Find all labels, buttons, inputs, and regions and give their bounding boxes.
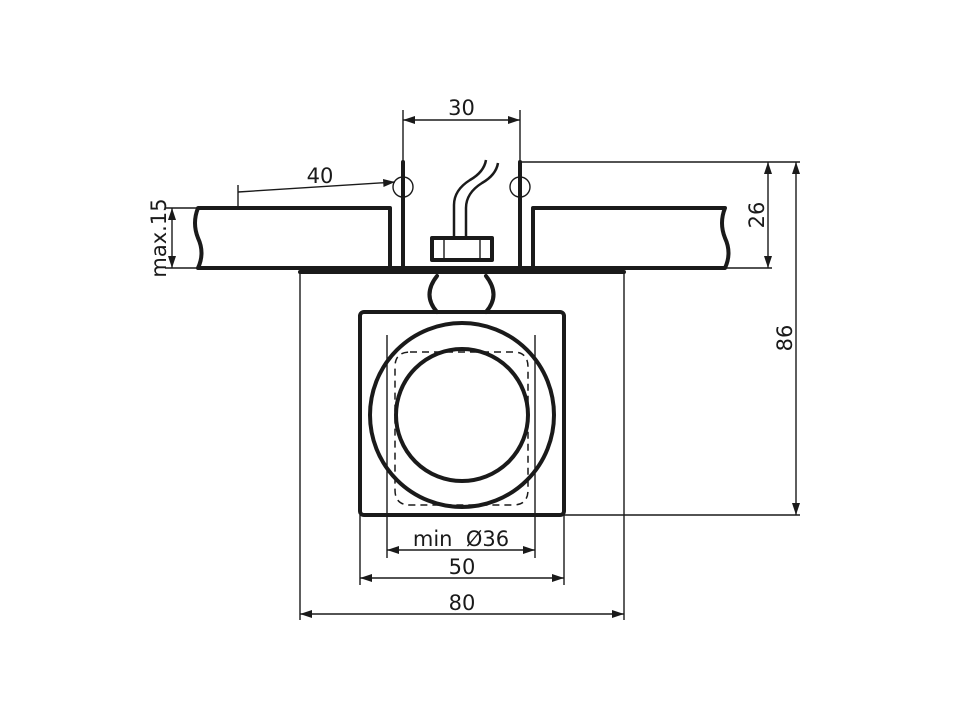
glass-cube [358, 310, 566, 517]
extension-lines [165, 110, 800, 620]
dim-label-total-height: 86 [773, 325, 797, 352]
lamp-outline-dashed [394, 351, 529, 506]
dim-cube-width: 50 [360, 555, 564, 582]
housing-walls [388, 160, 535, 270]
dim-label-recess-depth: 26 [745, 202, 769, 229]
dim-min-cutout: min Ø36 [387, 527, 535, 554]
terminal-block [430, 236, 494, 262]
lens-inner-ring [394, 347, 530, 483]
dim-label-top-opening: 30 [448, 96, 475, 120]
dim-recess-depth: 26 [745, 162, 772, 268]
clip-pivot-right [509, 176, 531, 198]
clip-pivot-left [392, 176, 414, 198]
dim-label-ceiling-thickness: max.15 [147, 198, 171, 277]
dim-ceiling-thickness: max.15 [147, 198, 176, 278]
dim-label-min-cutout: min Ø36 [413, 527, 509, 551]
dim-total-height: 86 [773, 162, 800, 515]
power-wires [452, 159, 500, 238]
ceiling-section-right [531, 206, 731, 270]
dim-label-ring-offset: 40 [307, 164, 334, 188]
dim-ring-offset: 40 [237, 164, 396, 193]
dim-flange-width: 80 [300, 591, 624, 618]
lamp-neck [427, 274, 496, 314]
ceiling-section-left [193, 206, 392, 270]
dim-label-flange-width: 80 [449, 591, 476, 615]
lens-outer-ring [368, 321, 556, 509]
dim-label-cube-width: 50 [449, 555, 476, 579]
flange-plate [298, 266, 626, 274]
dim-top-opening: 30 [403, 96, 520, 124]
